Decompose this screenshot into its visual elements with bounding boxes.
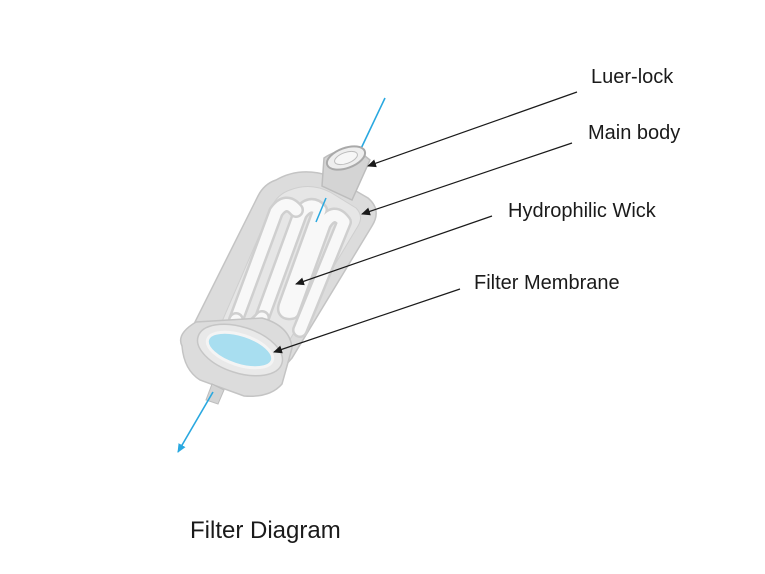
filter-membrane xyxy=(205,330,275,370)
diagram-caption: Filter Diagram xyxy=(190,517,341,544)
leader-luer-lock xyxy=(367,91,578,168)
label-luer-lock: Luer-lock xyxy=(591,66,674,88)
leader-hydrophilic-wick xyxy=(295,215,493,286)
filter-housing xyxy=(179,145,377,405)
label-filter-membrane: Filter Membrane xyxy=(474,272,620,294)
label-hydrophilic-wick: Hydrophilic Wick xyxy=(508,200,656,222)
leader-filter-membrane xyxy=(273,288,461,354)
outflow-arrow xyxy=(177,391,214,453)
label-main-body: Main body xyxy=(588,122,681,144)
leader-main-body xyxy=(361,142,573,216)
